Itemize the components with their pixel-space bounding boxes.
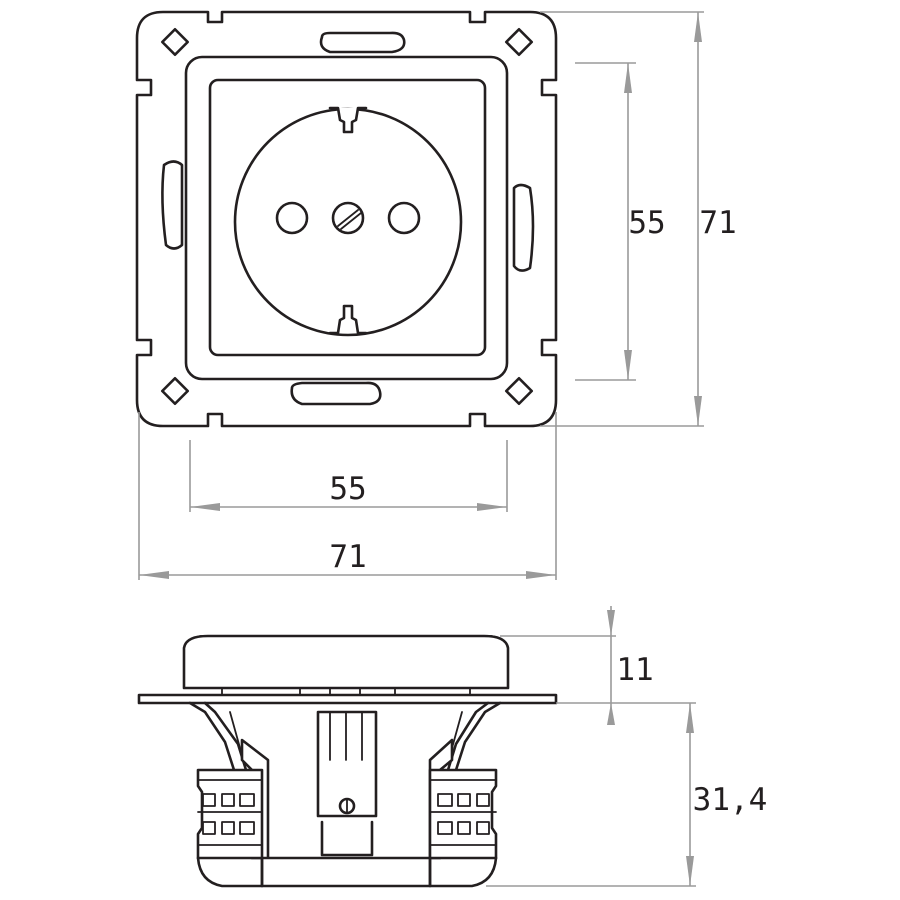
mounting-hole — [504, 376, 534, 406]
terminal-block-right — [428, 768, 498, 860]
earth-clip-top — [328, 106, 368, 134]
dimension-label-width-inner: 55 — [329, 471, 366, 507]
screw-slot — [340, 212, 362, 230]
mounting-hole — [160, 27, 190, 57]
dimension-label-width-outer: 71 — [329, 539, 366, 575]
dimension-label-height-inner: 55 — [628, 205, 665, 241]
screw-slot — [337, 209, 359, 227]
front-view — [135, 10, 558, 428]
dimension-label-body-depth: 31,4 — [693, 782, 768, 818]
pin-hole-left — [275, 201, 309, 235]
claw-slot-bottom — [290, 381, 382, 406]
claw-right — [512, 183, 535, 272]
side-mounting-plate — [137, 693, 558, 705]
side-view — [137, 634, 558, 888]
earth-clip-bottom — [328, 304, 368, 335]
side-cover — [182, 634, 510, 690]
side-body-center — [316, 710, 378, 818]
front-dimensions: 55 71 55 71 — [138, 11, 737, 580]
mounting-hole — [160, 376, 190, 406]
dimension-label-cover-depth: 11 — [616, 652, 653, 688]
center-screw — [331, 201, 365, 235]
socket-recess — [233, 107, 463, 337]
pin-hole-right — [387, 201, 421, 235]
side-base — [260, 856, 432, 888]
claw-slot-top — [319, 31, 406, 54]
side-dimensions: 11 31,4 — [486, 606, 768, 887]
dimension-label-height-outer: 71 — [699, 205, 736, 241]
terminal-block-left — [196, 768, 264, 860]
mounting-hole — [504, 27, 534, 57]
claw-left — [161, 160, 184, 250]
mounting-frame — [135, 10, 558, 428]
